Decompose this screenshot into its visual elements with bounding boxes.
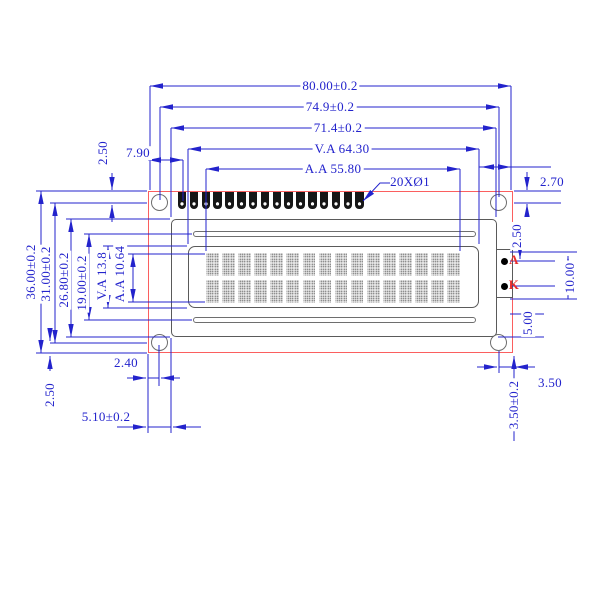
cathode-pad-dot xyxy=(501,283,508,290)
char-block xyxy=(206,280,219,303)
dim-hole-span-x: 74.9±0.2 xyxy=(303,99,357,115)
mounting-hole-bottom-left xyxy=(151,334,168,351)
dim-tab-bottom-gap: 5.00 xyxy=(520,309,536,337)
pin xyxy=(343,192,352,209)
char-block xyxy=(254,253,267,276)
pin xyxy=(248,192,258,209)
dim-edge-to-hole-bottom-x: 2.40 xyxy=(114,355,138,371)
pin xyxy=(296,192,305,209)
char-block xyxy=(399,253,412,276)
dim-tab-height: 10.00 xyxy=(562,260,578,296)
dim-frame-offset-bottom: 3.50±0.2 xyxy=(506,378,522,432)
char-block xyxy=(270,253,283,276)
pin-callout: 20XØ1 xyxy=(390,174,430,190)
pin xyxy=(331,192,341,209)
dim-pcb-width: 80.00±0.2 xyxy=(300,78,360,94)
char-block xyxy=(399,280,412,303)
char-block xyxy=(431,280,444,303)
char-block xyxy=(415,253,428,276)
char-block xyxy=(415,280,428,303)
char-row xyxy=(206,280,460,303)
mounting-hole-bottom-right xyxy=(490,334,507,351)
char-block xyxy=(318,280,332,303)
cathode-label: K xyxy=(508,277,520,293)
backlight-tab xyxy=(496,249,513,298)
anode-label: A xyxy=(509,252,519,268)
pin xyxy=(284,192,293,209)
dim-tab-to-hole-right: 2.50 xyxy=(509,222,525,250)
pin-header xyxy=(178,192,364,209)
dim-hole-to-edge-bottom-right: 3.50 xyxy=(538,375,562,391)
frame-slot-bottom xyxy=(193,317,476,323)
pin xyxy=(213,192,222,209)
pin xyxy=(355,192,364,209)
dim-frame-width: 71.4±0.2 xyxy=(311,120,365,136)
dim-hole-span-y: 31.00±0.2 xyxy=(38,244,54,304)
pin xyxy=(201,192,211,209)
char-block xyxy=(302,253,316,276)
dim-slot-span: 19.00±0.2 xyxy=(74,253,90,313)
char-block xyxy=(334,253,348,276)
dim-pin-row-offset: 7.90 xyxy=(124,145,152,161)
pin xyxy=(319,192,329,209)
dim-aa-width: A.A 55.80 xyxy=(302,161,364,177)
char-block xyxy=(350,280,364,303)
char-block xyxy=(222,253,235,276)
dim-edge-to-hole-top-left: 2.50 xyxy=(95,139,111,167)
char-block xyxy=(366,280,380,303)
mounting-hole-top-right xyxy=(490,194,507,211)
char-block xyxy=(270,280,283,303)
char-block xyxy=(383,280,396,303)
frame-slot-top xyxy=(193,231,476,237)
char-block xyxy=(286,253,300,276)
dim-pcb-height: 36.00±0.2 xyxy=(23,242,39,302)
pin xyxy=(308,192,317,209)
char-block xyxy=(431,253,444,276)
dim-edge-to-hole-top-right: 2.70 xyxy=(540,174,564,190)
pin xyxy=(178,192,187,209)
char-block xyxy=(206,253,219,276)
pin xyxy=(237,192,246,209)
char-block xyxy=(383,253,396,276)
char-block xyxy=(447,253,460,276)
dim-edge-to-hole-bottom-left: 2.50 xyxy=(42,383,58,407)
dim-va-width: V.A 64.30 xyxy=(312,141,372,157)
char-block xyxy=(366,253,380,276)
char-block xyxy=(350,253,364,276)
anode-pad-dot xyxy=(501,258,508,265)
char-block xyxy=(238,280,251,303)
char-row xyxy=(206,253,460,276)
pin xyxy=(189,192,199,209)
char-block xyxy=(447,280,460,303)
pin xyxy=(260,192,270,209)
dim-aa-height: A.A 10.64 xyxy=(112,243,128,305)
char-block xyxy=(238,253,251,276)
char-block xyxy=(318,253,332,276)
dim-va-height: V.A 13.8 xyxy=(94,249,110,303)
char-block xyxy=(222,280,235,303)
dim-frame-offset-left: 5.10±0.2 xyxy=(81,409,131,425)
char-block xyxy=(334,280,348,303)
display-window xyxy=(188,246,479,308)
pin xyxy=(272,192,282,209)
char-block xyxy=(302,280,316,303)
mounting-hole-top-left xyxy=(151,194,168,211)
char-block xyxy=(286,280,300,303)
pin xyxy=(225,192,234,209)
dim-frame-height: 26.80±0.2 xyxy=(56,250,72,310)
char-block xyxy=(254,280,267,303)
